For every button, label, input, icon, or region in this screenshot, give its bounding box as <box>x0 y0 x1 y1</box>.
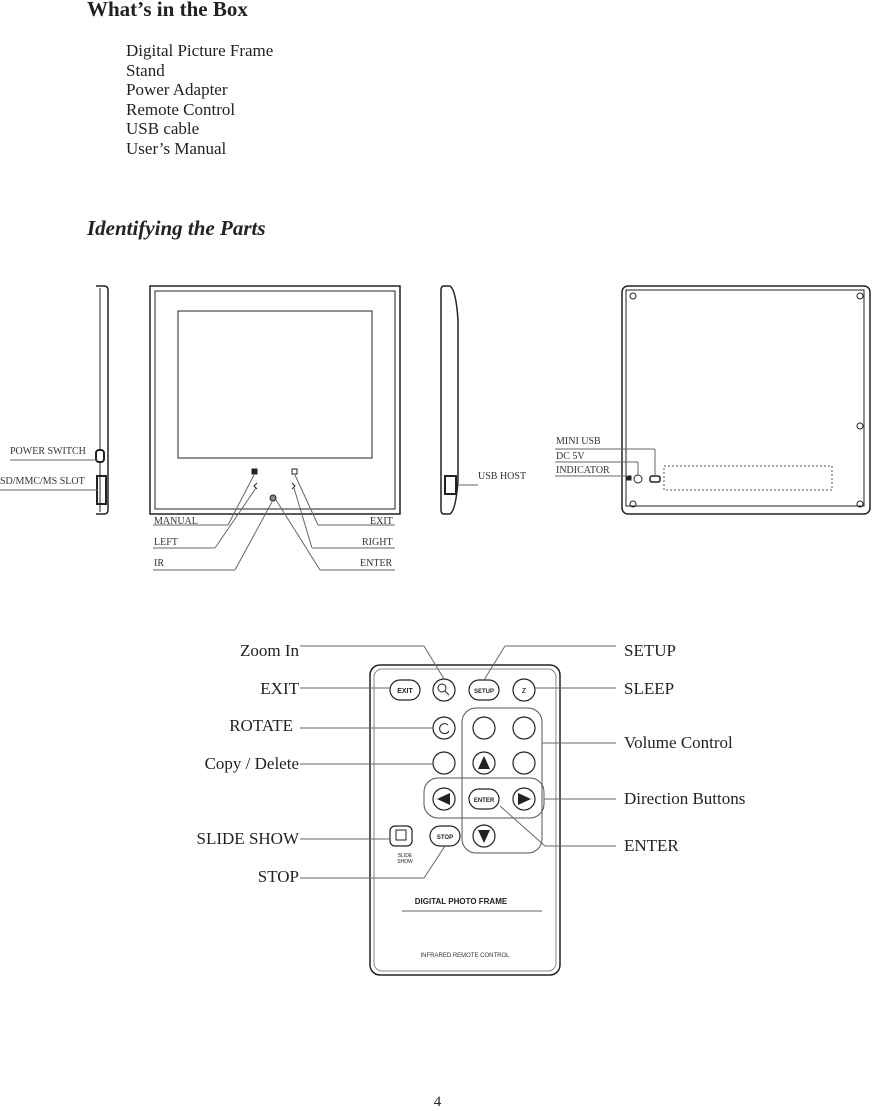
label-indicator: INDICATOR <box>556 465 610 476</box>
list-item: User’s Manual <box>126 138 227 158</box>
back-frame <box>621 285 871 515</box>
list-item: Remote Control <box>126 99 236 119</box>
remote-body <box>369 664 561 976</box>
label-remote-exit: EXIT <box>260 679 299 698</box>
label-sd-slot: SD/MMC/MS SLOT <box>0 476 85 487</box>
label-setup: SETUP <box>624 641 676 660</box>
label-power-switch: POWER SWITCH <box>10 446 86 457</box>
list-item: Stand <box>126 60 165 80</box>
label-zoom-in: Zoom In <box>239 641 299 660</box>
label-remote-stop: STOP <box>257 867 299 886</box>
svg-text:z: z <box>522 685 527 695</box>
label-sleep: SLEEP <box>624 679 675 698</box>
label-dc: DC 5V <box>556 451 585 462</box>
label-ir: IR <box>154 558 164 569</box>
remote-enter-text: ENTER <box>474 798 495 804</box>
remote-setup-text: SETUP <box>474 689 494 695</box>
sd-slot-shape <box>96 475 107 505</box>
remote-exit-text: EXIT <box>397 688 413 695</box>
label-left: LEFT <box>154 537 178 548</box>
side-view-right <box>440 285 459 515</box>
sleep-button <box>512 678 536 702</box>
remote-enter-button <box>468 788 500 810</box>
copy-delete-button <box>432 751 456 775</box>
list-item: Power Adapter <box>126 80 228 99</box>
list-item: USB cable <box>126 119 200 138</box>
remote-slide-text: SLIDE <box>398 853 413 859</box>
section-title-parts: Identifying the Parts <box>87 216 266 240</box>
section-title-box: What’s in the Box <box>87 0 248 21</box>
label-right: RIGHT <box>362 537 393 548</box>
power-switch-shape <box>95 449 105 463</box>
label-copy-delete: Copy / Delete <box>204 754 299 773</box>
screen <box>177 310 373 459</box>
label-exit: EXIT <box>370 516 393 527</box>
label-usb-host: USB HOST <box>478 471 527 482</box>
remote-show-text: SHOW <box>397 859 413 865</box>
slideshow-button <box>389 825 413 847</box>
side-view-left <box>96 285 109 515</box>
remote-footer: INFRARED REMOTE CONTROL <box>420 953 510 959</box>
label-manual: MANUAL <box>154 516 198 527</box>
label-mini-usb: MINI USB <box>556 436 601 447</box>
label-enter: ENTER <box>360 558 393 569</box>
front-frame <box>149 285 401 515</box>
rotate-button <box>432 716 456 740</box>
speaker-grille <box>663 465 833 491</box>
mute-button <box>472 716 496 740</box>
label-volume-control: Volume Control <box>624 733 733 752</box>
label-remote-enter: ENTER <box>624 836 679 855</box>
label-rotate: ROTATE <box>229 716 293 735</box>
page-number: 4 <box>433 1094 442 1110</box>
remote-exit-button <box>389 679 421 701</box>
box-contents-list: Digital Picture Frame Stand Power Adapte… <box>126 41 273 158</box>
label-slide-show: SLIDE SHOW <box>196 829 299 848</box>
remote-diagram: z EXIT SETUP ENTER STOP SLIDE SHOW DIGIT… <box>300 645 616 976</box>
zoom-in-button <box>432 678 456 702</box>
remote-stop-text: STOP <box>437 835 453 841</box>
label-direction-buttons: Direction Buttons <box>624 789 746 808</box>
volume-down-button <box>512 751 536 775</box>
frame-diagram <box>0 285 871 571</box>
usb-host-port <box>444 475 457 495</box>
list-item: Digital Picture Frame <box>126 41 274 60</box>
remote-brand: DIGITAL PHOTO FRAME <box>415 897 508 906</box>
volume-up-button <box>512 716 536 740</box>
